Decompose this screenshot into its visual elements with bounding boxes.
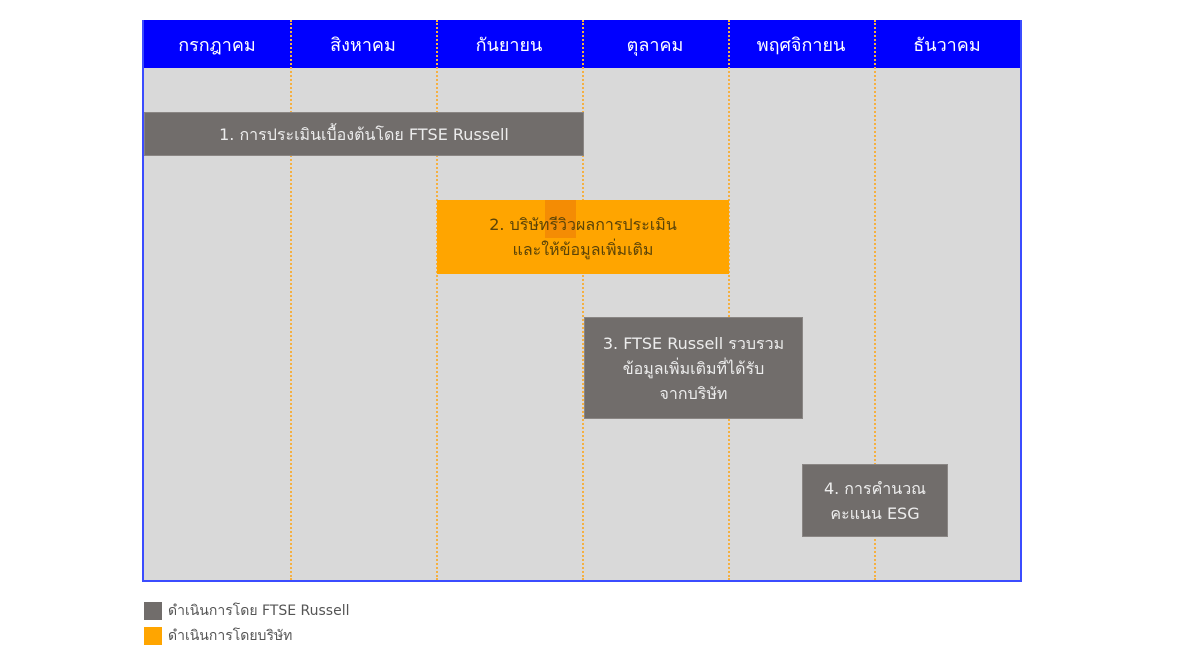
month-november: พฤศจิกายน <box>756 34 846 56</box>
column-separator <box>874 20 876 580</box>
step-4-bar: 4. การคำนวณ คะแนน ESG <box>802 464 948 537</box>
column-separator <box>290 20 292 580</box>
ftse-swatch-icon <box>144 601 162 620</box>
month-august: สิงหาคม <box>330 34 396 56</box>
legend-label-company: ดำเนินการโดยบริษัท <box>168 627 293 644</box>
step-1-bar: 1. การประเมินเบื้องต้นโดย FTSE Russell <box>144 112 584 156</box>
column-separator <box>436 20 438 580</box>
column-separator <box>728 20 730 580</box>
legend-item-ftse: ดำเนินการโดย FTSE Russell <box>144 598 350 623</box>
step-1-label: 1. การประเมินเบื้องต้นโดย FTSE Russell <box>219 124 509 144</box>
legend-item-company: ดำเนินการโดยบริษัท <box>144 623 350 648</box>
timeline-chart: กรกฎาคม สิงหาคม กันยายน ตุลาคม พฤศจิกายน… <box>142 20 1022 582</box>
step-4-label: 4. การคำนวณ คะแนน ESG <box>823 478 927 523</box>
month-september: กันยายน <box>475 34 543 56</box>
legend-label-ftse: ดำเนินการโดย FTSE Russell <box>168 602 350 619</box>
text-highlight <box>545 200 576 238</box>
month-october: ตุลาคม <box>626 34 684 56</box>
step-3-bar: 3. FTSE Russell รวบรวม ข้อมูลเพิ่มเติมที… <box>584 317 803 419</box>
month-december: ธันวาคม <box>913 34 981 56</box>
month-july: กรกฎาคม <box>178 34 256 56</box>
legend: ดำเนินการโดย FTSE Russell ดำเนินการโดยบร… <box>144 598 350 648</box>
company-swatch-icon <box>144 626 162 645</box>
column-separator <box>582 20 584 580</box>
step-2-bar: 2. บริษัทรีวิวผลการประเมิน และให้ข้อมูลเ… <box>437 200 729 274</box>
step-2-label: 2. บริษัทรีวิวผลการประเมิน และให้ข้อมูลเ… <box>489 215 677 259</box>
step-3-label: 3. FTSE Russell รวบรวม ข้อมูลเพิ่มเติมที… <box>602 333 785 403</box>
